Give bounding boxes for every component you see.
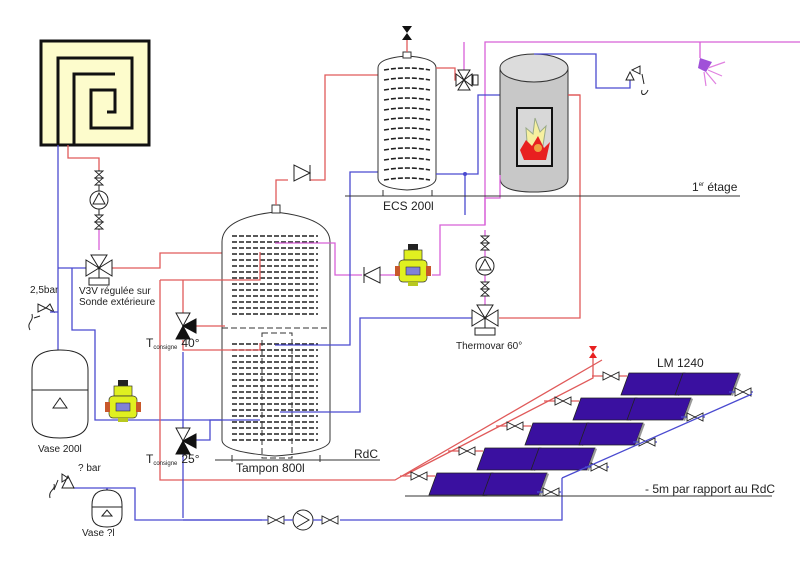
pump-icon[interactable]: [89, 190, 109, 210]
isolation-valve-icon[interactable]: [554, 396, 572, 406]
coil-turn: [383, 157, 431, 161]
safety-valve-group: 2,5bar Vase 200l: [28, 268, 89, 455]
svg-text:1er étage: 1er étage: [692, 180, 738, 194]
isolation-valve-icon[interactable]: [267, 515, 285, 525]
isolation-valve-icon[interactable]: [480, 281, 490, 297]
v3v-label-line1: V3V régulée sur: [79, 286, 151, 297]
pump-icon[interactable]: [475, 256, 495, 276]
setpoint-sub: consigne: [153, 461, 178, 467]
pump-station-icon[interactable]: [104, 379, 142, 423]
ground-floor-label: RdC: [354, 447, 378, 461]
solar-safety-valve-label: ? bar: [78, 463, 101, 474]
expansion-vessel-small-label: Vase ?l: [82, 528, 115, 539]
first-floor-sup: er: [699, 182, 704, 188]
thermostatic-mixing-valve-icon[interactable]: [455, 69, 479, 91]
expansion-vessel-big-label: Vase 200l: [38, 444, 82, 455]
setpoint-prefix: T: [146, 452, 154, 466]
first-floor-text: étage: [704, 180, 738, 194]
v3v-label-line2: Sonde extérieure: [79, 297, 156, 308]
first-floor-num: 1: [692, 180, 699, 194]
solar-level-label: - 5m par rapport au RdC: [645, 482, 775, 496]
wood-stove-icon: [499, 53, 569, 193]
buffer-tank-label: Tampon 800l: [236, 461, 305, 475]
safety-valve-pressure-label: 2,5bar: [30, 285, 59, 296]
safety-valve-icon[interactable]: [28, 303, 56, 331]
expansion-vessel-icon[interactable]: [91, 488, 123, 528]
shower-icon[interactable]: [698, 58, 726, 87]
dhw-tank-label: ECS 200l: [383, 199, 434, 213]
coil-turn: [383, 167, 431, 171]
coil-turn: [383, 127, 431, 131]
buffer-tank-icon: [215, 204, 345, 462]
air-vent-icon[interactable]: [402, 26, 412, 40]
isolation-valve-icon[interactable]: [458, 446, 476, 456]
isolation-valve-icon[interactable]: [506, 421, 524, 431]
coil-turn: [383, 147, 431, 151]
isolation-valve-icon[interactable]: [542, 487, 560, 497]
solar-model-label: LM 1240: [657, 356, 704, 370]
thermovar-valve-icon[interactable]: [471, 304, 499, 336]
isolation-valve-icon[interactable]: [94, 214, 104, 230]
isolation-valve-icon[interactable]: [321, 515, 339, 525]
coil-turn: [383, 107, 431, 111]
coil-turn: [383, 137, 431, 141]
floor-heating-icon: [39, 39, 151, 147]
isolation-valve-icon[interactable]: [94, 170, 104, 186]
pump-icon[interactable]: [292, 509, 314, 531]
coil-turn: [383, 97, 431, 101]
three-way-valve-icon[interactable]: [85, 254, 113, 286]
expansion-vessel-icon[interactable]: [31, 349, 89, 439]
setpoint-sub: consigne: [153, 345, 178, 351]
isolation-valve-icon[interactable]: [480, 235, 490, 251]
safety-valve-icon[interactable]: [625, 65, 649, 95]
isolation-valve-icon[interactable]: [638, 437, 656, 447]
coil-turn: [383, 77, 431, 81]
buffer-circuits: [159, 41, 800, 518]
setpoint-prefix: T: [146, 336, 154, 350]
setpoint-top-value: 40°: [181, 336, 199, 350]
air-vent-icon[interactable]: [589, 346, 597, 358]
coil-turn: [383, 87, 431, 91]
thermovar-label: Thermovar 60°: [456, 341, 522, 352]
coil-turn: [383, 177, 431, 181]
isolation-valve-icon[interactable]: [602, 371, 620, 381]
check-valve-icon[interactable]: [293, 164, 311, 182]
setpoint-valve-bottom[interactable]: [175, 427, 197, 455]
isolation-valve-icon[interactable]: [410, 471, 428, 481]
check-valve-icon[interactable]: [363, 266, 381, 284]
floor-heating-circuit: V3V régulée sur Sonde extérieure: [57, 145, 225, 421]
setpoint-valve-top[interactable]: [175, 312, 197, 340]
setpoint-bottom-value: 25°: [181, 452, 199, 466]
coil-turn: [383, 67, 431, 71]
pump-station-icon[interactable]: [394, 243, 432, 287]
coil-turn: [383, 117, 431, 121]
safety-valve-icon[interactable]: [49, 473, 75, 499]
dhw-tank-icon: [365, 51, 445, 197]
